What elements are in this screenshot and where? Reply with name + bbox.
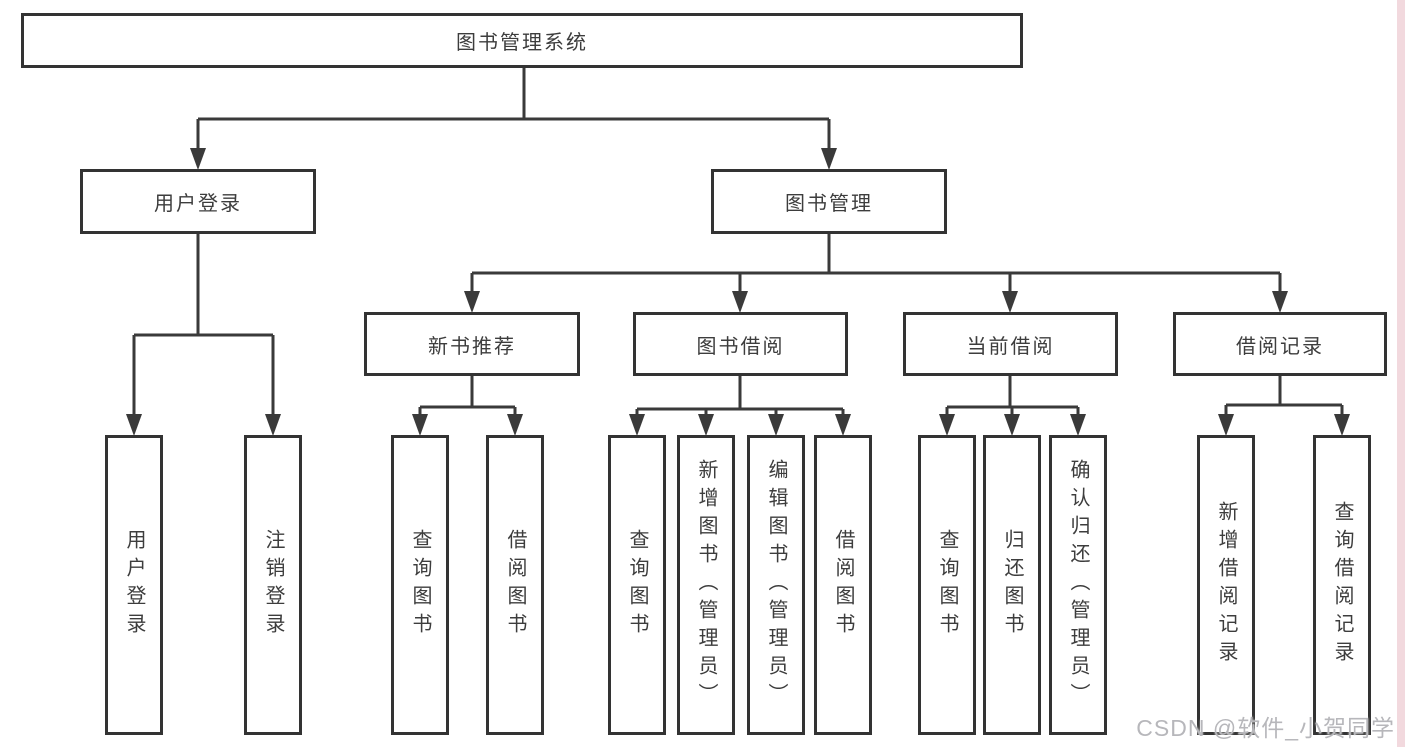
leaf-borrow-book: 借阅图书 <box>814 435 872 735</box>
leaf-query-book-recommend: 查询图书 <box>391 435 449 735</box>
leaf-query-book-borrow-label: 查询图书 <box>626 529 648 641</box>
node-borrow-records-label: 借阅记录 <box>1236 335 1324 358</box>
leaf-user-login: 用户登录 <box>105 435 163 735</box>
leaf-query-book-borrow: 查询图书 <box>608 435 666 735</box>
leaf-borrow-book-label: 借阅图书 <box>832 529 854 641</box>
leaf-edit-book-admin: 编辑图书（管理员） <box>747 435 805 735</box>
leaf-add-book-admin-label: 新增图书（管理员） <box>695 459 717 711</box>
node-new-book-recommend: 新书推荐 <box>364 312 580 376</box>
leaf-confirm-return-admin: 确认归还（管理员） <box>1049 435 1107 735</box>
node-current-borrow-label: 当前借阅 <box>966 335 1055 358</box>
leaf-query-borrow-record-label: 查询借阅记录 <box>1331 501 1353 669</box>
node-book-borrow: 图书借阅 <box>633 312 848 376</box>
leaf-return-book: 归还图书 <box>983 435 1041 735</box>
leaf-return-book-label: 归还图书 <box>1001 529 1023 641</box>
leaf-query-book-recommend-label: 查询图书 <box>409 529 431 641</box>
leaf-add-book-admin: 新增图书（管理员） <box>677 435 735 735</box>
leaf-add-borrow-record-label: 新增借阅记录 <box>1215 501 1237 669</box>
right-edge-strip <box>1397 0 1405 747</box>
leaf-borrow-book-recommend-label: 借阅图书 <box>504 529 526 641</box>
node-borrow-records: 借阅记录 <box>1173 312 1387 376</box>
leaf-query-book-current: 查询图书 <box>918 435 976 735</box>
csdn-watermark: CSDN @软件_小贺同学 <box>1136 715 1395 741</box>
leaf-confirm-return-admin-label: 确认归还（管理员） <box>1067 459 1089 711</box>
leaf-logout: 注销登录 <box>244 435 302 735</box>
node-root-label: 图书管理系统 <box>456 32 588 54</box>
leaf-query-book-current-label: 查询图书 <box>936 529 958 641</box>
leaf-query-borrow-record: 查询借阅记录 <box>1313 435 1371 735</box>
node-book-management: 图书管理 <box>711 169 947 234</box>
node-new-book-recommend-label: 新书推荐 <box>428 335 516 358</box>
leaf-add-borrow-record: 新增借阅记录 <box>1197 435 1255 735</box>
node-book-management-label: 图书管理 <box>785 193 873 215</box>
leaf-user-login-label: 用户登录 <box>123 529 145 641</box>
leaf-logout-label: 注销登录 <box>262 529 284 641</box>
node-book-borrow-label: 图书借阅 <box>696 335 785 358</box>
leaf-borrow-book-recommend: 借阅图书 <box>486 435 544 735</box>
leaf-edit-book-admin-label: 编辑图书（管理员） <box>765 459 787 711</box>
node-user-login-label: 用户登录 <box>154 193 242 215</box>
node-current-borrow: 当前借阅 <box>903 312 1118 376</box>
node-user-login: 用户登录 <box>80 169 316 234</box>
node-root: 图书管理系统 <box>21 13 1023 68</box>
